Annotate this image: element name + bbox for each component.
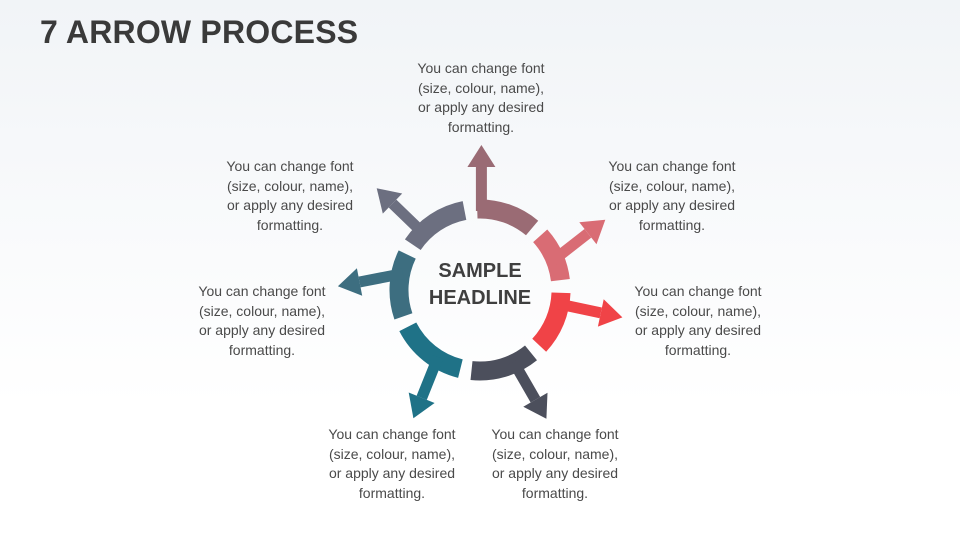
step-5-line1: You can change font — [328, 426, 456, 442]
step-7-label: You can change font (size, colour, name)… — [210, 157, 370, 235]
arrow-segment-7-arc — [404, 201, 467, 251]
arrow-segment-1 — [467, 145, 539, 236]
arrow-segment-6 — [337, 250, 416, 320]
step-5-line2: (size, colour, name), — [328, 445, 456, 462]
arrow-segment-3-arc — [532, 292, 571, 352]
step-2-line1: You can change font — [608, 158, 736, 174]
step-4-line1: You can change font — [491, 426, 619, 442]
step-3-label: You can change font (size, colour, name)… — [618, 282, 778, 360]
step-3-line4: formatting. — [664, 341, 732, 358]
arrow-segment-6-arc — [389, 250, 416, 320]
step-3-line2: (size, colour, name), — [634, 302, 762, 319]
step-3-line1: You can change font — [634, 283, 762, 299]
step-2-line2: (size, colour, name), — [608, 177, 736, 194]
arrow-segment-1-arc — [476, 199, 539, 236]
step-4-line4: formatting. — [521, 484, 589, 501]
step-7-line3: or apply any desired — [226, 197, 354, 213]
arrow-segment-1-head — [467, 145, 496, 167]
step-1-line2: (size, colour, name), — [417, 79, 545, 96]
step-7-line4: formatting. — [256, 216, 324, 233]
step-4-label: You can change font (size, colour, name)… — [475, 425, 635, 503]
arrow-segment-3-head — [597, 299, 623, 327]
arrow-segment-6-head — [337, 268, 363, 296]
step-4-line2: (size, colour, name), — [491, 445, 619, 462]
step-5-line4: formatting. — [358, 484, 426, 501]
center-headline: SAMPLE HEADLINE — [410, 258, 550, 312]
arrow-segment-2-head — [579, 219, 606, 245]
arrow-segment-4-shaft — [508, 358, 541, 403]
step-1-label: You can change font (size, colour, name)… — [401, 59, 561, 137]
step-7-line2: (size, colour, name), — [226, 177, 354, 194]
arrow-segment-5-arc — [399, 322, 464, 378]
arrow-segment-4-arc — [470, 345, 537, 381]
step-1-line1: You can change font — [417, 60, 545, 76]
center-headline-line2: HEADLINE — [428, 287, 532, 309]
arrow-segment-3 — [532, 292, 623, 352]
arrow-segment-2 — [532, 219, 606, 282]
step-4-line3: or apply any desired — [491, 465, 619, 481]
arrow-segment-7-shaft — [388, 199, 428, 239]
page-title: 7 ARROW PROCESS — [40, 14, 359, 50]
arrow-segment-5-head — [408, 392, 435, 419]
step-5-label: You can change font (size, colour, name)… — [312, 425, 472, 503]
step-1-line3: or apply any desired — [417, 99, 545, 115]
step-5-line3: or apply any desired — [328, 465, 456, 481]
step-2-label: You can change font (size, colour, name)… — [592, 157, 752, 235]
arrow-segment-7 — [376, 188, 467, 251]
arrow-segment-5-shaft — [416, 354, 444, 400]
step-6-line1: You can change font — [198, 283, 326, 299]
step-6-line2: (size, colour, name), — [198, 302, 326, 319]
step-3-line3: or apply any desired — [634, 322, 762, 338]
arrow-segment-3-shaft — [556, 298, 602, 319]
arrow-segment-7-head — [376, 188, 403, 214]
arrow-segment-6-shaft — [358, 268, 404, 288]
arrow-segment-4 — [470, 345, 548, 419]
center-headline-line1: SAMPLE — [438, 260, 522, 282]
arrow-segment-5 — [399, 322, 464, 419]
step-1-line4: formatting. — [447, 118, 515, 135]
step-6-label: You can change font (size, colour, name)… — [182, 282, 342, 360]
step-2-line3: or apply any desired — [608, 197, 736, 213]
step-6-line4: formatting. — [228, 341, 296, 358]
arrow-segment-2-shaft — [549, 228, 592, 265]
step-7-line1: You can change font — [226, 158, 354, 174]
arrow-segment-4-head — [523, 392, 548, 419]
step-6-line3: or apply any desired — [198, 322, 326, 338]
step-2-line4: formatting. — [638, 216, 706, 233]
